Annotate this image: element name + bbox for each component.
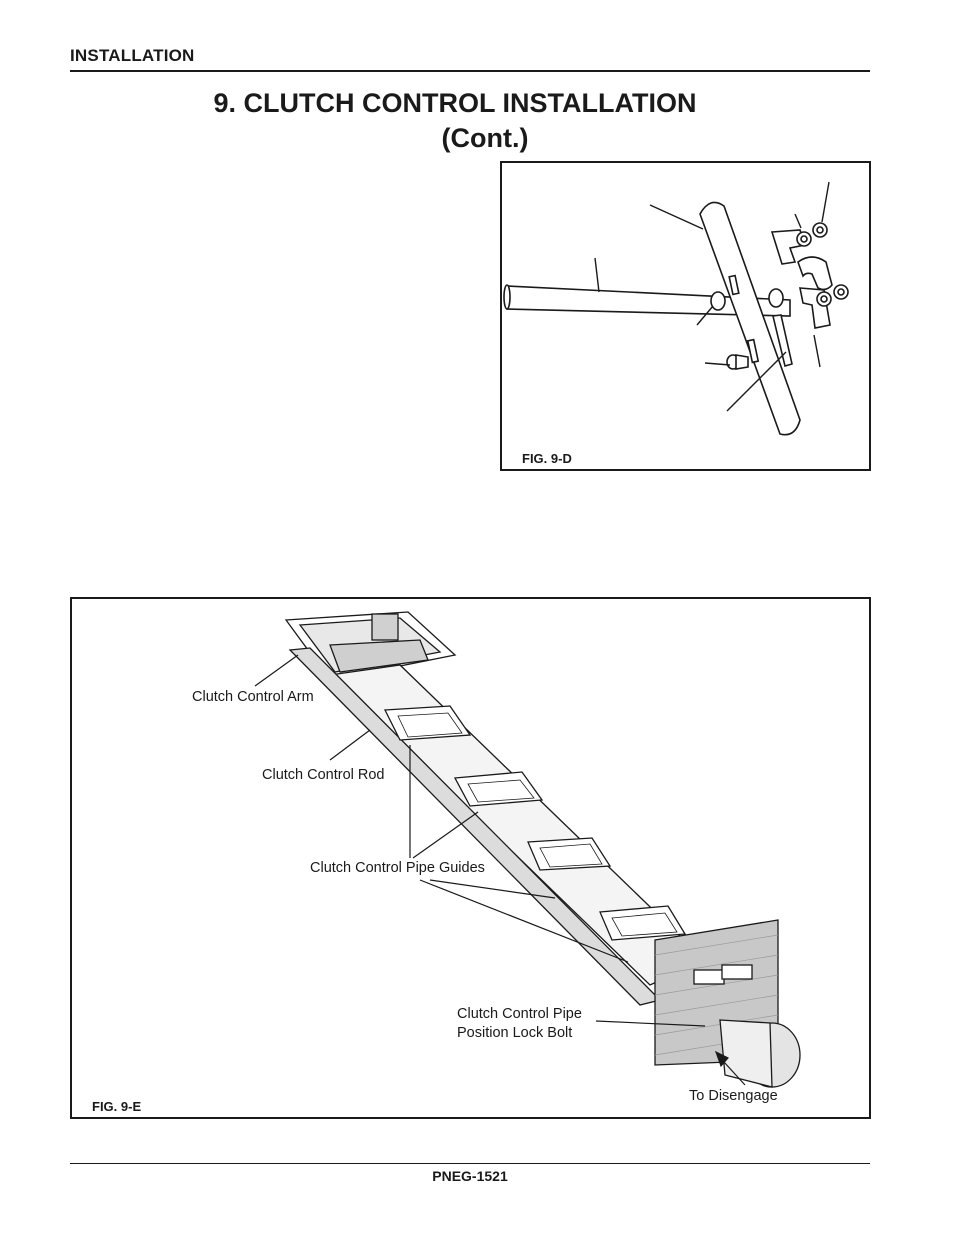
page-title: 9. CLUTCH CONTROL INSTALLATION (Cont.) bbox=[70, 86, 870, 156]
section-header: INSTALLATION bbox=[70, 46, 195, 65]
callout-clutch-control-pipe-guides: Clutch Control Pipe Guides bbox=[310, 860, 485, 876]
callout-to-disengage: To Disengage bbox=[689, 1088, 778, 1104]
header-rule bbox=[70, 70, 870, 72]
title-line-1: 9. CLUTCH CONTROL INSTALLATION bbox=[213, 88, 697, 118]
figure-9d-caption: FIG. 9-D bbox=[522, 451, 572, 466]
callout-lock-bolt-line2: Position Lock Bolt bbox=[457, 1025, 573, 1041]
figure-9d-frame bbox=[500, 161, 871, 471]
footer-rule bbox=[70, 1163, 870, 1164]
footer-doc-id: PNEG-1521 bbox=[432, 1168, 508, 1184]
callout-lock-bolt-line1: Clutch Control Pipe bbox=[457, 1006, 582, 1022]
title-line-2: (Cont.) bbox=[441, 123, 529, 153]
callout-clutch-control-rod: Clutch Control Rod bbox=[262, 767, 385, 783]
figure-9e-caption: FIG. 9-E bbox=[92, 1099, 142, 1114]
callout-clutch-control-arm: Clutch Control Arm bbox=[192, 689, 314, 705]
